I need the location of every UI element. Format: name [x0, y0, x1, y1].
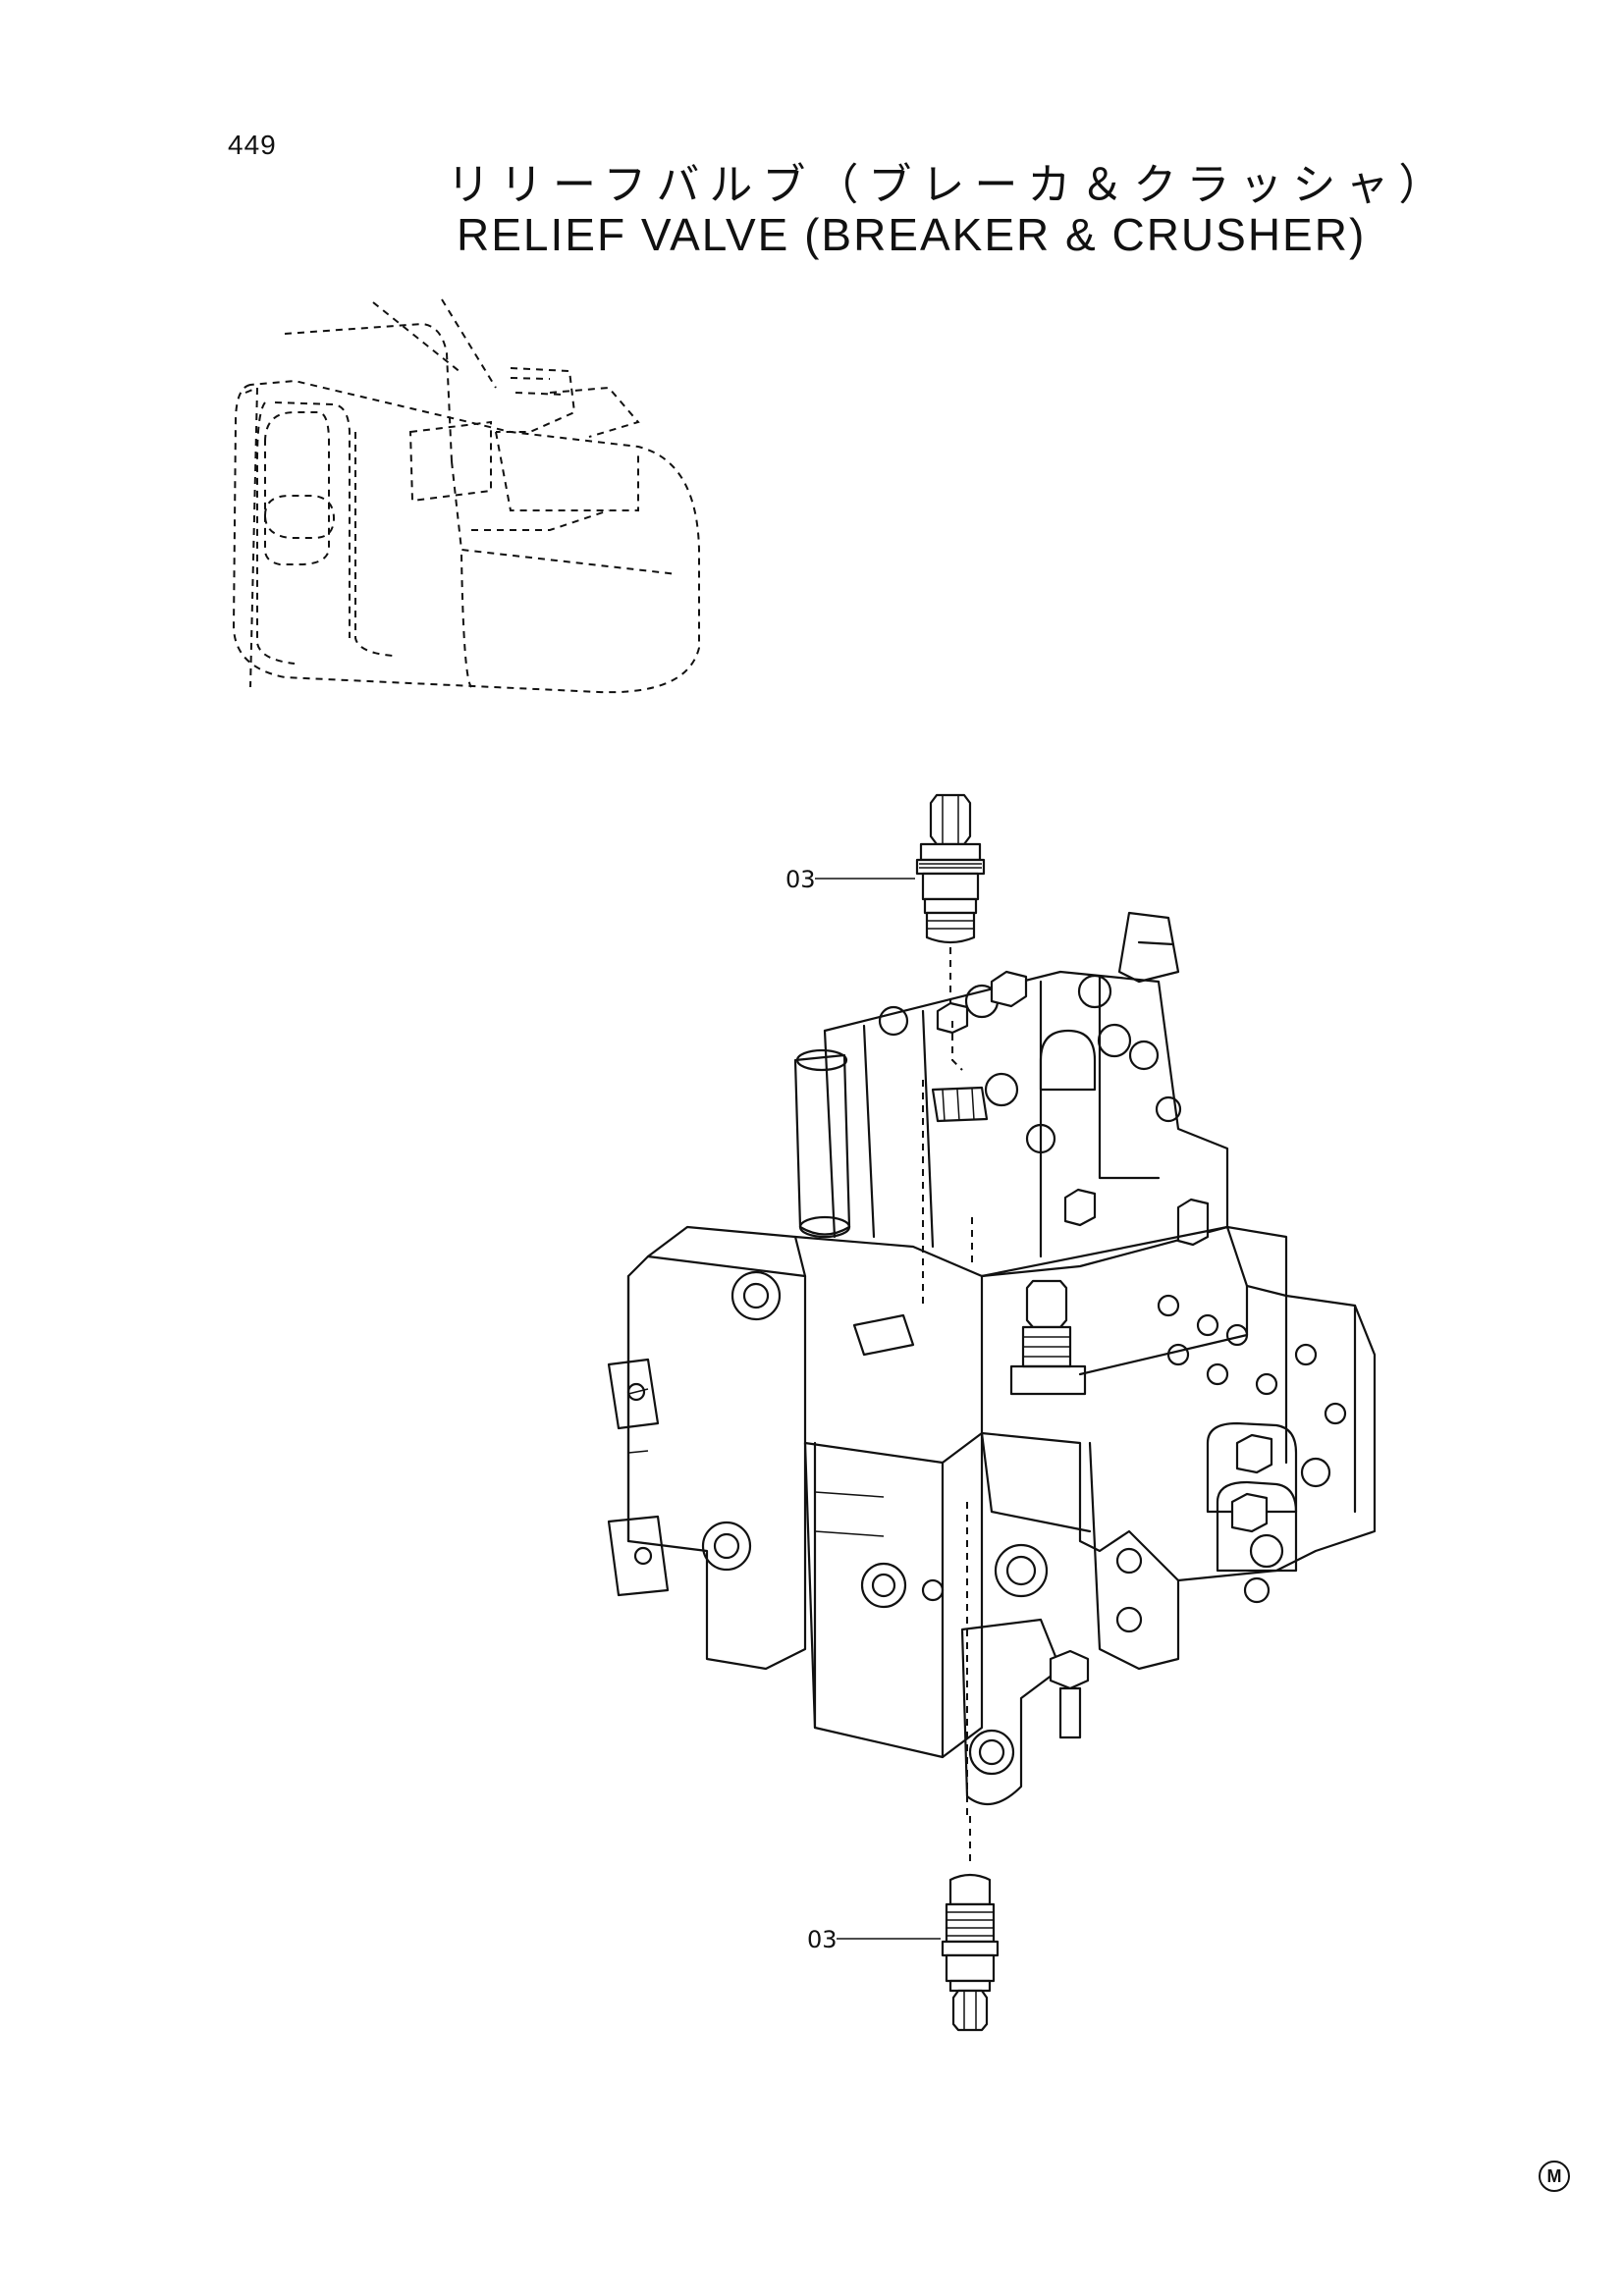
- page-number: 449: [228, 130, 277, 160]
- relief-valve-cartridge-top: [915, 793, 986, 944]
- control-valve-assembly-icon: [607, 911, 1377, 1816]
- page-title-japanese: リリーフバルブ（ブレーカ＆クラッシャ）: [447, 160, 1452, 210]
- callout-label-bottom: 03: [807, 1926, 838, 1953]
- excavator-location-icon: [232, 298, 700, 694]
- page-title-english: RELIEF VALVE (BREAKER & CRUSHER): [457, 209, 1367, 260]
- callout-label-top: 03: [785, 866, 816, 893]
- m-mark-icon: M: [1539, 2161, 1570, 2192]
- relief-valve-cartridge-bottom: [941, 1873, 1000, 2032]
